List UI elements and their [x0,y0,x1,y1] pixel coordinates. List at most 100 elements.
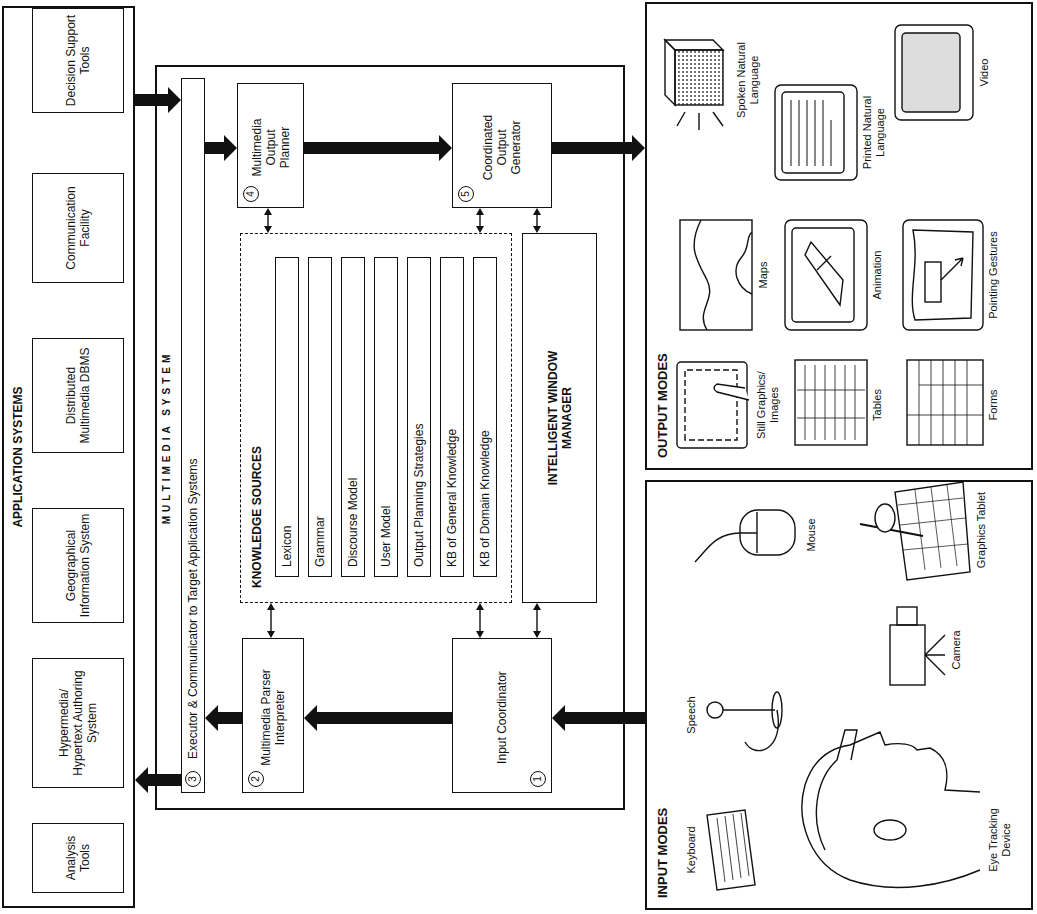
box-label: Output Planning Strategies [412,424,426,567]
process-box: 1Input Coordinator [452,638,552,793]
flow-arrow [552,135,645,161]
flow-arrow [304,705,452,731]
map-outline [912,230,973,320]
head-profile [802,732,980,887]
box-label: Decision Support Tools [64,13,92,108]
callout-number: 4 [243,186,259,202]
box-label: Multimedia Parser Interpreter [259,644,287,771]
modes-panel: INPUT MODES [645,480,1033,910]
link-arrow [267,603,275,638]
keyboard-keys [717,813,749,882]
box-label: Distributed Multimedia DBMS [64,343,92,448]
mode-label: Spoken Natural Language [735,20,761,140]
hand-icon [714,384,749,400]
flow-arrow [205,705,242,731]
mode-label: Tables [871,355,884,455]
mode-caption: Animation [871,225,884,325]
form-grid [907,360,983,445]
mode-caption: Pointing Gestures [987,220,1000,330]
knowledge-item: User Model [374,257,398,577]
application-box: Distributed Multimedia DBMS [32,338,124,453]
system-heading: MULTIMEDIA SYSTEM [161,351,173,525]
terminal-icon [677,362,747,448]
mode-caption: Tables [871,355,884,455]
process-box: 5 Coordinated Output Generator [452,83,552,208]
keypad-icon [685,370,737,440]
knowledge-group: KNOWLEDGE SOURCESLexiconGrammarDiscourse… [240,233,512,603]
monitor-screen [792,228,854,322]
mode-caption: Still Graphics/ Images [755,355,781,455]
knowledge-item: Output Planning Strategies [407,257,431,577]
mode-label: Keyboard [685,805,698,895]
application-band: APPLICATION SYSTEMS Analysis Tools Hyperme… [2,6,135,908]
mode-caption: Maps [757,225,770,325]
callout-number: 3 [185,771,201,787]
hand-icon [875,504,895,532]
link-arrow [533,603,541,638]
mode-label: Maps [757,225,770,325]
flow-arrow [304,135,452,161]
pointer-arrow [941,258,963,280]
eye-tracker [816,730,857,850]
executor-bar: 3 Executor & Communicator to Target Appli… [181,78,205,793]
mode-label: Eye Tracking Device [987,790,1013,890]
box-label: Grammar [313,516,327,567]
application-box: Geographical Information System [32,508,124,623]
form-icon [907,360,983,445]
knowledge-item: Lexicon [275,257,299,577]
box-label: Executor & Communicator to Target Applic… [186,458,200,759]
speaker-icon [675,50,723,105]
box-label: KB of General Knowledge [445,429,459,567]
microphone-base [772,692,782,728]
box-label: Multimedia Output Planner [250,89,292,186]
speaker-top [665,40,675,105]
box-label: Hypermedia/ Hypertext Authoring System [57,663,99,783]
mode-caption: Mouse [805,490,818,580]
map-frame [680,220,752,330]
mouse-cord [695,512,757,562]
tablet-icon [895,482,970,580]
box-label: Input Coordinator [495,644,509,771]
camera-lens [897,607,917,625]
ear-icon [874,820,906,840]
monitor-icon [785,220,867,330]
mode-label: Pointing Gestures [987,220,1000,330]
flow-arrow [135,87,181,113]
application-box: Decision Support Tools [32,8,124,113]
mode-caption: Graphics Tablet [975,485,988,575]
knowledge-item: Grammar [308,257,332,577]
video-screen [902,33,960,112]
box-label: Lexicon [280,526,294,567]
table-icon [795,360,867,445]
flow-arrow [205,135,237,161]
mode-label: Still Graphics/ Images [755,355,781,455]
link-arrow [264,208,272,233]
manager-box: INTELLIGENT WINDOW MANAGER [522,233,597,603]
system-frame: MULTIMEDIA SYSTEM 3 Executor & Communicato… [155,65,625,810]
callout-number: 5 [458,186,474,202]
sound-rays [677,112,723,130]
mode-caption: Keyboard [685,805,698,895]
group-heading: APPLICATION SYSTEMS [11,386,25,527]
group-heading: KNOWLEDGE SOURCES [250,446,264,588]
mode-caption: Video [978,25,991,120]
pointer-box [925,262,941,302]
mode-caption: Camera [950,600,963,700]
knowledge-item: KB of General Knowledge [440,257,464,577]
shuttle-icon [805,242,843,305]
box-label: KB of Domain Knowledge [478,430,492,567]
panel-heading: INPUT MODES [655,808,670,898]
monitor-screen [782,92,844,173]
monitor-icon [895,25,973,120]
box-label: Coordinated Output Generator [481,89,523,186]
link-arrow [533,208,541,233]
flow-arrow [552,705,645,731]
mode-label: Forms [987,355,1000,455]
monitor-icon [903,220,983,330]
box-label: Analysis Tools [64,828,92,888]
mode-caption: Speech [685,670,698,760]
box-label: Communication Facility [64,178,92,278]
mode-label: Animation [871,225,884,325]
